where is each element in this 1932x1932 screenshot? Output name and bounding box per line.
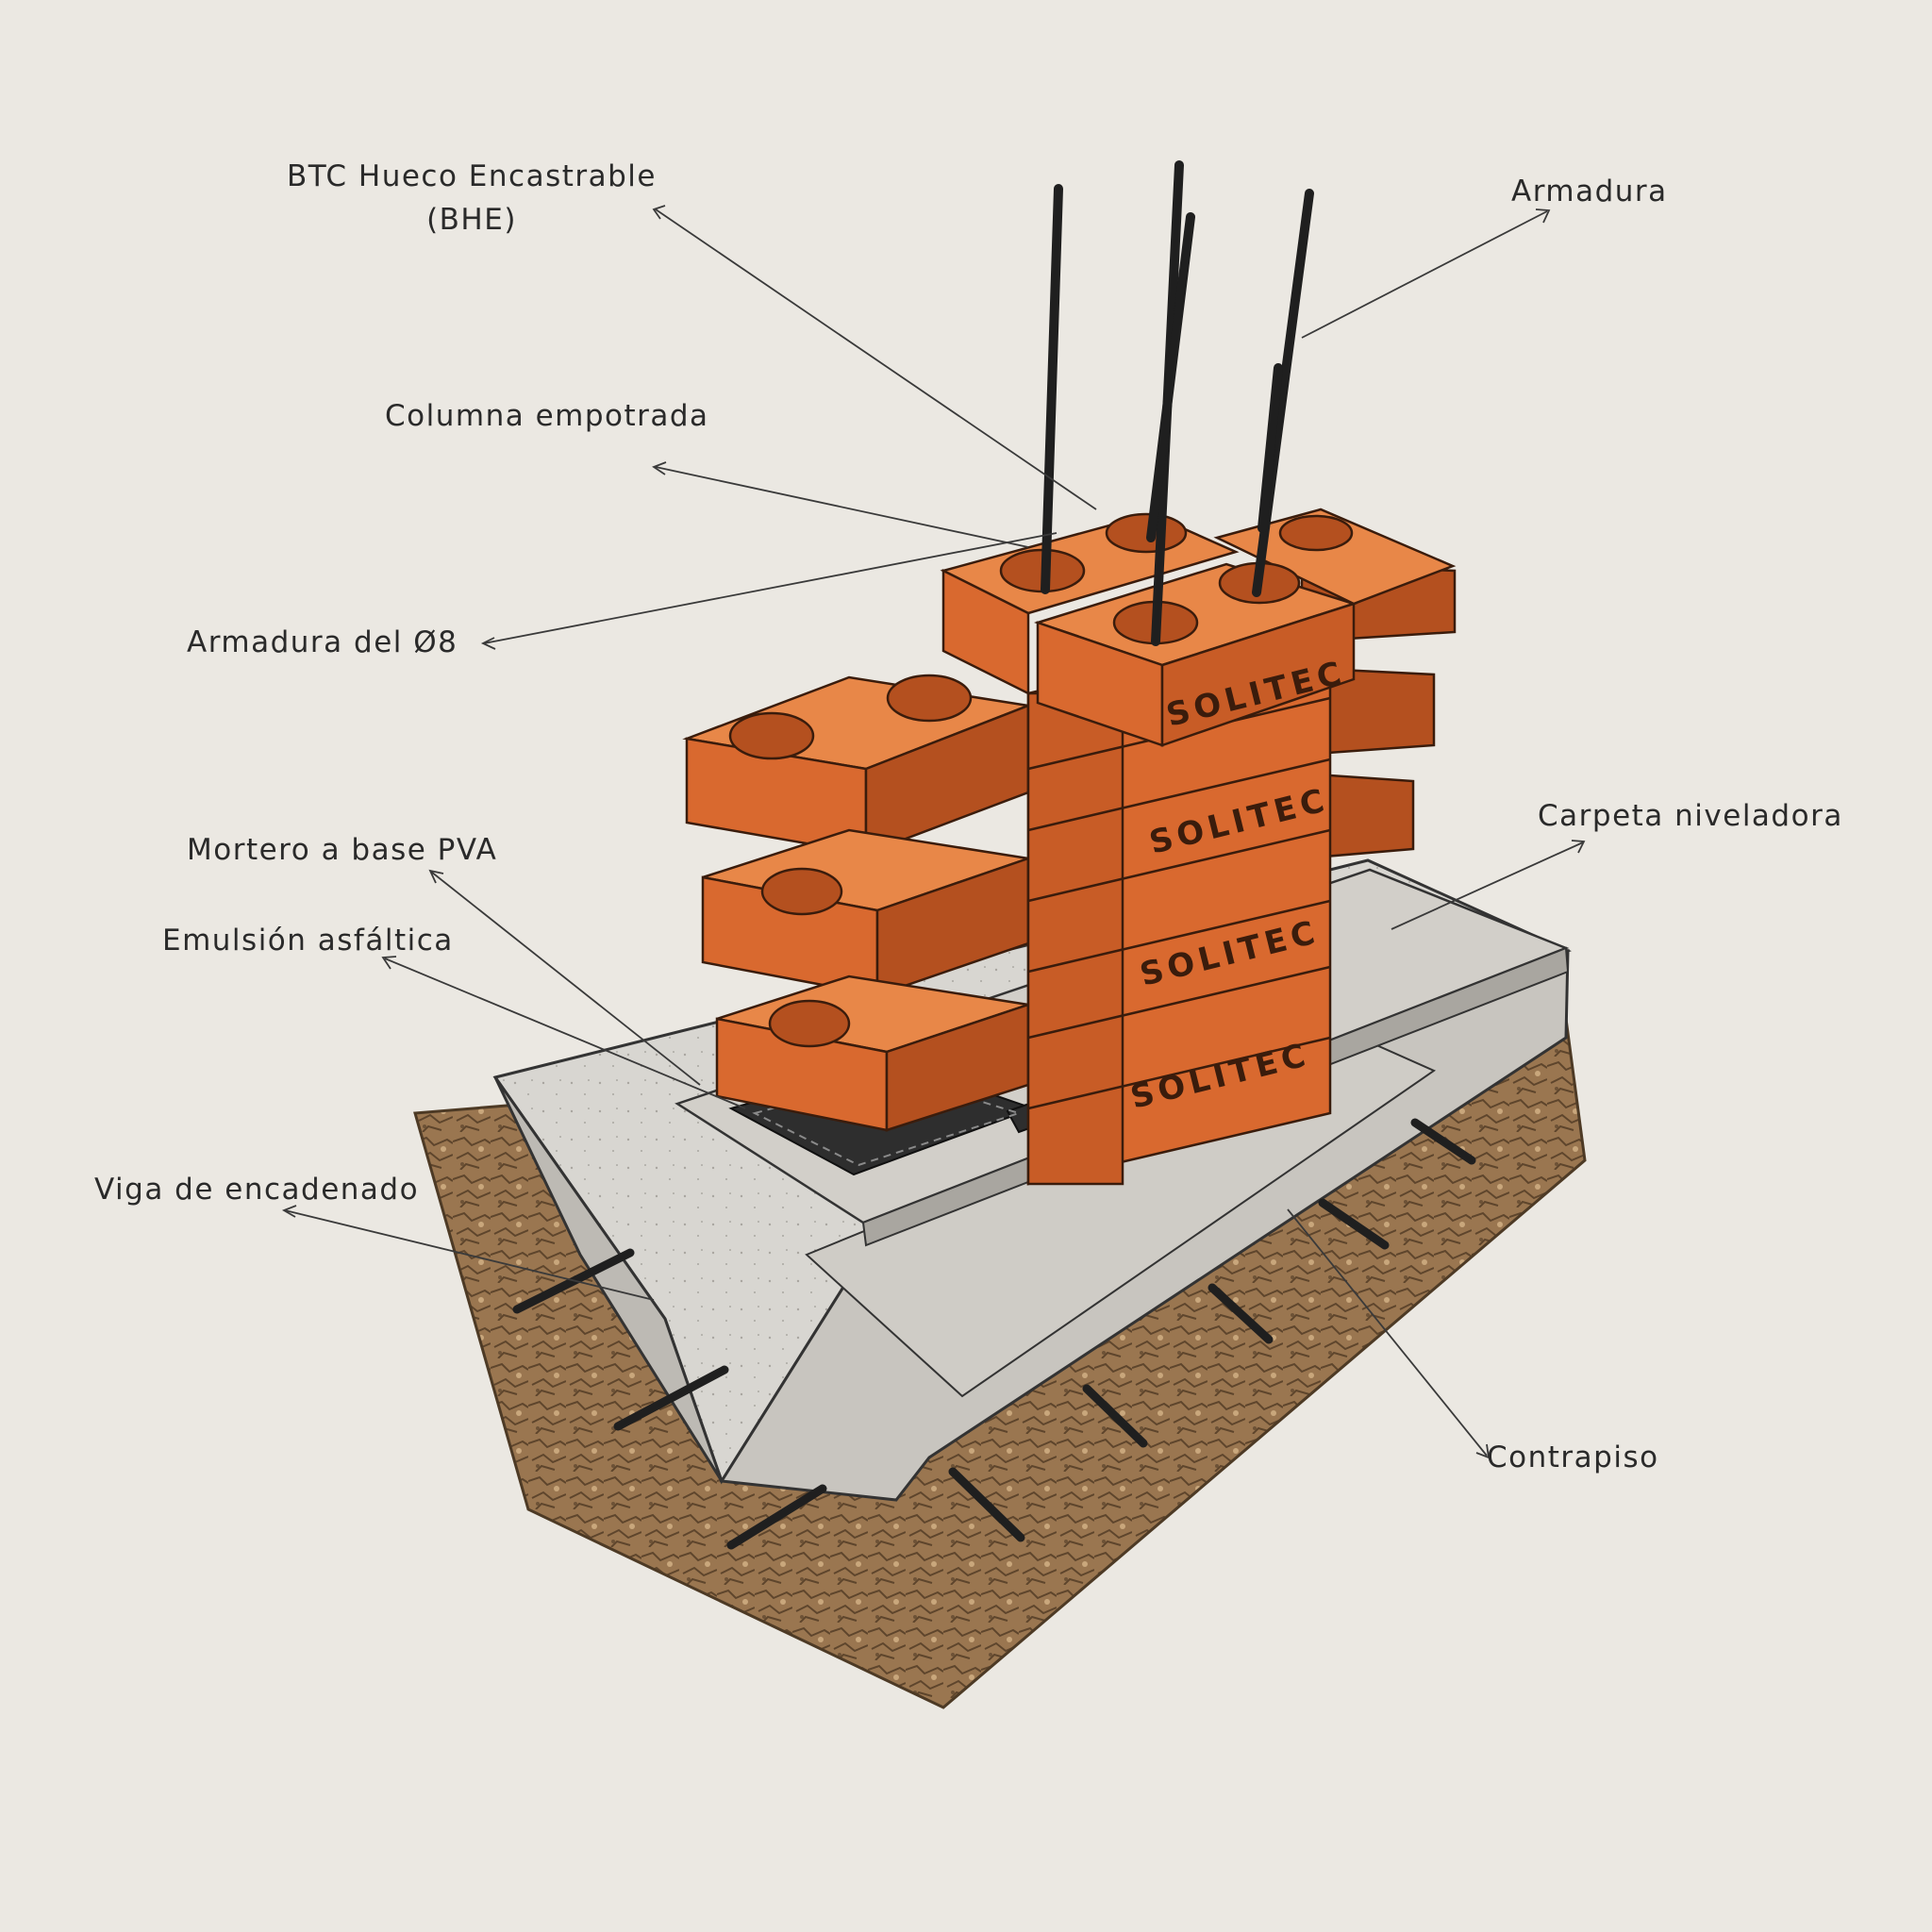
arrowhead bbox=[1535, 208, 1551, 224]
brick-hole bbox=[1278, 514, 1354, 552]
arrowhead bbox=[1571, 840, 1586, 854]
arrowhead bbox=[428, 869, 444, 884]
label-btc-line2: (BHE) bbox=[426, 203, 517, 237]
label-mortero-pva: Mortero a base PVA bbox=[187, 833, 498, 867]
central-brick-stack bbox=[940, 508, 1457, 1186]
brick-hole bbox=[760, 867, 843, 916]
label-btc-line1: BTC Hueco Encastrable bbox=[287, 159, 657, 193]
rebar-stub bbox=[948, 1467, 1025, 1542]
label-btc-hueco: BTC Hueco Encastrable (BHE) bbox=[264, 155, 679, 242]
stack-corner-face bbox=[1026, 691, 1124, 1186]
rebar-vertical bbox=[1041, 184, 1063, 594]
arrowhead bbox=[480, 637, 496, 650]
rebar-stub bbox=[613, 1365, 729, 1431]
leader-btc bbox=[655, 208, 1097, 510]
brick-top-face bbox=[1213, 508, 1457, 606]
mortar-joint bbox=[1027, 899, 1331, 974]
rebar-stubs bbox=[512, 1118, 1476, 1550]
leader-contrapiso bbox=[1287, 1208, 1488, 1457]
rebar-stub bbox=[1410, 1118, 1476, 1165]
leader-armadura-08 bbox=[483, 532, 1058, 644]
arrowhead bbox=[652, 205, 666, 220]
mortar-joint bbox=[1027, 1036, 1331, 1110]
brick-hole bbox=[728, 711, 815, 760]
leader-mortero bbox=[430, 871, 701, 1086]
arrowhead bbox=[381, 956, 397, 970]
arrowhead bbox=[652, 461, 667, 475]
label-viga-encadenado: Viga de encadenado bbox=[94, 1173, 420, 1207]
rebar-stub bbox=[726, 1484, 827, 1550]
armadura-rebars bbox=[1041, 160, 1314, 646]
label-columna-empotrada: Columna empotrada bbox=[385, 399, 709, 433]
mortar-joint bbox=[1027, 758, 1331, 832]
mortar-joint bbox=[1027, 965, 1331, 1040]
leader-lines bbox=[281, 205, 1586, 1459]
rebar-vertical bbox=[1257, 363, 1283, 533]
brick-hole bbox=[1105, 512, 1188, 554]
leader-emulsion bbox=[384, 958, 746, 1109]
label-armadura-08: Armadura del Ø8 bbox=[187, 625, 458, 659]
label-emulsion-asfaltica: Emulsión asfáltica bbox=[162, 924, 454, 958]
leader-carpeta bbox=[1391, 841, 1584, 930]
rebar-stub bbox=[1318, 1198, 1390, 1250]
label-contrapiso: Contrapiso bbox=[1487, 1441, 1659, 1474]
mortar-joint bbox=[1027, 828, 1331, 903]
brick-side-face bbox=[1160, 602, 1356, 747]
arrowhead bbox=[1475, 1443, 1491, 1459]
rebar-stub bbox=[1082, 1384, 1148, 1448]
leader-viga bbox=[284, 1209, 655, 1301]
arrowhead bbox=[281, 1205, 297, 1218]
label-armadura: Armadura bbox=[1511, 175, 1668, 208]
leader-columna bbox=[655, 466, 1029, 548]
brick-column: SOLITEC SOLITEC SOLITEC SOLITEC bbox=[682, 508, 1457, 1186]
leader-armadura bbox=[1301, 210, 1548, 339]
rebar-stub bbox=[1208, 1283, 1274, 1344]
left-brick-courses bbox=[682, 674, 1033, 1132]
brick-front-face bbox=[941, 568, 1030, 696]
brick-hole bbox=[768, 999, 851, 1048]
rebar-vertical bbox=[1146, 212, 1195, 542]
label-carpeta-niveladora: Carpeta niveladora bbox=[1538, 799, 1843, 833]
brick-hole bbox=[886, 674, 973, 723]
